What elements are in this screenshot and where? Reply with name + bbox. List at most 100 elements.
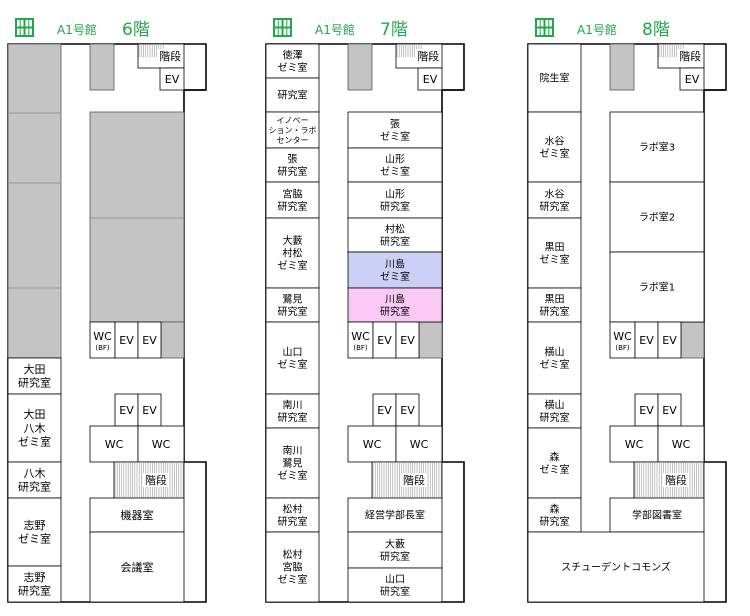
floor-number-title: 6階 bbox=[122, 20, 150, 40]
r8-mori-lab: 森研究室 bbox=[527, 497, 582, 533]
unused-area bbox=[89, 111, 185, 323]
r7-oyabu-muramatsu-seminar-label: 大藪村松ゼミ室 bbox=[278, 234, 308, 272]
r8-mori-seminar-label: 森ゼミ室 bbox=[540, 450, 570, 476]
r8-ev-a-label: EV bbox=[639, 334, 654, 347]
r6-wc-a: WC bbox=[89, 425, 139, 463]
r8-mizutani-lab: 水谷研究室 bbox=[527, 181, 582, 219]
r8-yokoyama-lab-label: 横山研究室 bbox=[540, 398, 570, 424]
r6-oota-yagi-seminar: 大田八木ゼミ室 bbox=[7, 393, 62, 463]
r6-kaigi-label: 会議室 bbox=[121, 560, 154, 574]
r7-kawashima-seminar: 川島ゼミ室 bbox=[347, 251, 443, 289]
building-grid-icon bbox=[273, 18, 292, 37]
r7-yamaguchi-lab-label: 山口研究室 bbox=[380, 573, 410, 598]
r7-chou-seminar-label: 張ゼミ室 bbox=[380, 118, 410, 143]
r8-ev-b: EV bbox=[657, 321, 682, 359]
r6-oota-yagi-seminar-label: 大田八木ゼミ室 bbox=[18, 407, 51, 449]
r7-sagimi-lab: 鷺見研究室 bbox=[265, 287, 320, 323]
r8-ev-c-label: EV bbox=[639, 404, 654, 417]
r7-yamaguchi-seminar-label: 山口ゼミ室 bbox=[278, 346, 308, 371]
r6-yagi-lab: 八木研究室 bbox=[7, 461, 62, 499]
r8-mori-seminar: 森ゼミ室 bbox=[527, 427, 582, 499]
r8-mizutani-seminar: 水谷ゼミ室 bbox=[527, 111, 582, 183]
r8-library: 学部図書室 bbox=[609, 497, 705, 533]
floor-number-title: 8階 bbox=[642, 20, 670, 40]
r7-minamikawa-sagimi-seminar-label: 南川鷺見ゼミ室 bbox=[278, 444, 308, 482]
r7-tokuzawa-seminar: 徳澤ゼミ室 bbox=[265, 43, 320, 79]
r8-wc-bf-sub-label: (BF) bbox=[615, 344, 630, 352]
r8-ev-top-label: EV bbox=[685, 73, 700, 86]
r7-chou-lab-label: 張研究室 bbox=[278, 153, 308, 178]
r8-lab1: ラボ室1 bbox=[609, 251, 705, 323]
r7-sagimi-lab-label: 鷺見研究室 bbox=[278, 293, 308, 318]
r8-commons: スチューデントコモンズ bbox=[527, 531, 705, 603]
r6-ev-a-label: EV bbox=[119, 334, 134, 347]
r6-oota-lab-label: 大田研究室 bbox=[18, 362, 51, 390]
r7-miyawaki-lab-label: 宮脇研究室 bbox=[278, 187, 308, 213]
r6-kiki-label: 機器室 bbox=[121, 508, 154, 522]
unused-area bbox=[609, 43, 635, 91]
r7-wc-a-label: WC bbox=[363, 438, 382, 451]
r8-wc-bf: WC(BF) bbox=[609, 321, 636, 359]
r6-wc-b-label: WC bbox=[152, 438, 171, 451]
r8-lab2: ラボ室2 bbox=[609, 181, 705, 253]
r7-innovation-label: イノベーション・ラボセンター bbox=[269, 116, 317, 145]
unused-area bbox=[89, 43, 115, 91]
r7-yamagata-lab: 山形研究室 bbox=[347, 181, 443, 219]
r7-wc-b-label: WC bbox=[410, 438, 429, 451]
r7-oyabu-muramatsu-seminar: 大藪村松ゼミ室 bbox=[265, 217, 320, 289]
r6-shino-seminar: 志野ゼミ室 bbox=[7, 497, 62, 567]
r8-kaidan-lower-label: 階段 bbox=[665, 473, 687, 487]
r6-ev-d-label: EV bbox=[142, 404, 157, 417]
r6-kiki: 機器室 bbox=[89, 497, 185, 533]
r6-wc-bf-label: WC bbox=[93, 330, 112, 343]
r8-kaidan-label: 階段 bbox=[679, 49, 701, 63]
r6-wc-a-label: WC bbox=[105, 438, 124, 451]
r7-kaidan-lower-label: 階段 bbox=[403, 473, 425, 487]
unused-area bbox=[160, 321, 185, 359]
r6-ev-b-label: EV bbox=[142, 334, 157, 347]
r8-library-label: 学部図書室 bbox=[632, 509, 682, 522]
r8-yokoyama-lab: 横山研究室 bbox=[527, 393, 582, 429]
r8-lab3: ラボ室3 bbox=[609, 111, 705, 183]
r8-graduate: 院生室 bbox=[527, 43, 582, 113]
r8-wc-b: WC bbox=[657, 425, 705, 463]
r7-minamikawa-lab: 南川研究室 bbox=[265, 393, 320, 429]
r6-kaidan-lower-label: 階段 bbox=[145, 473, 167, 487]
r7-ev-d: EV bbox=[395, 393, 420, 427]
r7-matsumura-lab-label: 松村研究室 bbox=[278, 502, 308, 528]
r6-wc-b: WC bbox=[137, 425, 185, 463]
r6-ev-top-label: EV bbox=[165, 73, 180, 86]
floor-building-title: A1号館 bbox=[577, 22, 617, 37]
r8-mori-lab-label: 森研究室 bbox=[540, 502, 570, 528]
r7-oyabu-lab-label: 大藪研究室 bbox=[380, 537, 410, 563]
r6-ev-d: EV bbox=[137, 393, 162, 427]
r7-wc-bf-label: WC bbox=[351, 330, 370, 343]
r7-chou-seminar: 張ゼミ室 bbox=[347, 111, 443, 149]
r7-dean-label: 経営学部長室 bbox=[365, 509, 425, 522]
r7-kawashima-lab: 川島研究室 bbox=[347, 287, 443, 323]
r7-ev-b-label: EV bbox=[400, 334, 415, 347]
r7-ev-c-label: EV bbox=[377, 404, 392, 417]
r7-miyawaki-lab: 宮脇研究室 bbox=[265, 181, 320, 219]
r8-kuroda-seminar: 黒田ゼミ室 bbox=[527, 217, 582, 289]
r6-shino-seminar-label: 志野ゼミ室 bbox=[18, 519, 51, 546]
r6-ev-c: EV bbox=[114, 393, 139, 427]
r7-wc-bf-sub-label: (BF) bbox=[353, 344, 368, 352]
unused-area bbox=[347, 43, 373, 91]
r8-ev-b-label: EV bbox=[662, 334, 677, 347]
floor-building-title: A1号館 bbox=[57, 22, 97, 37]
r8-ev-top: EV bbox=[679, 67, 705, 91]
r7-minamikawa-sagimi-seminar: 南川鷺見ゼミ室 bbox=[265, 427, 320, 499]
r7-matsumura-miyawaki-seminar-label: 松村宮脇ゼミ室 bbox=[278, 548, 308, 586]
r7-yamaguchi-seminar: 山口ゼミ室 bbox=[265, 321, 320, 395]
unused-area bbox=[7, 43, 62, 359]
r8-kaidan: 階段 bbox=[657, 43, 705, 69]
r8-kuroda-seminar-label: 黒田ゼミ室 bbox=[540, 241, 570, 266]
r7-chou-lab: 張研究室 bbox=[265, 147, 320, 183]
r6-wc-bf-sub-label: (BF) bbox=[95, 344, 110, 352]
r6-kaigi: 会議室 bbox=[89, 531, 185, 603]
r8-wc-b-label: WC bbox=[672, 438, 691, 451]
